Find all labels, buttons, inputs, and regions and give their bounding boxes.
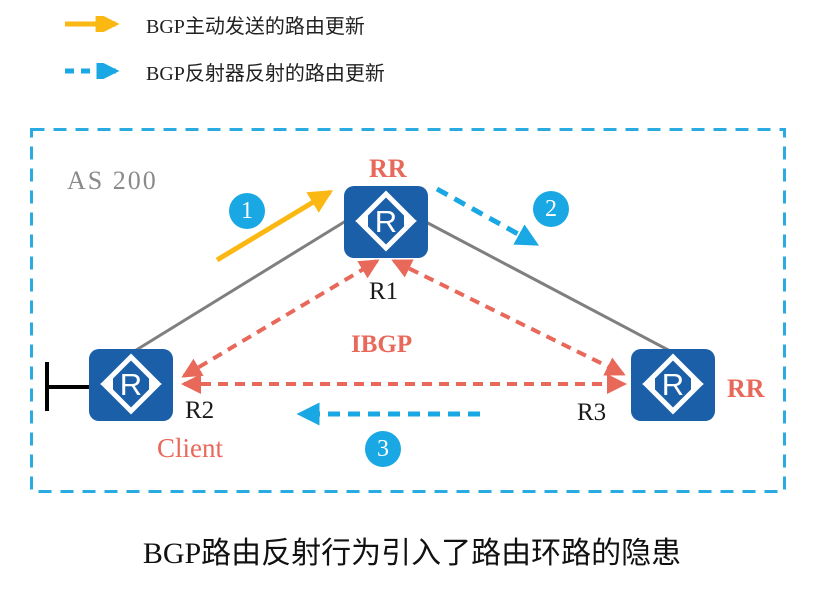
router-name-r1: R1 xyxy=(369,278,399,305)
solid-arrow-icon xyxy=(65,16,120,32)
lan-stub-r2 xyxy=(45,362,92,411)
router-name-r2: R2 xyxy=(185,397,215,424)
as-boundary-box xyxy=(30,128,786,493)
link-r1-r3 xyxy=(423,219,673,354)
router-r2: R xyxy=(89,349,173,421)
figure-caption: BGP路由反射行为引入了路由环路的隐患 xyxy=(142,537,682,570)
step-badge-1: 1 xyxy=(229,193,265,229)
as-label: AS 200 xyxy=(67,166,158,195)
ibgp-session-r1-r3 xyxy=(391,259,626,376)
dashed-arrow-icon xyxy=(65,63,120,79)
legend-item-originated: BGP主动发送的路由更新 xyxy=(62,8,385,40)
ibgp-session-r2-r1 xyxy=(181,259,380,378)
legend-item-reflected: BGP反射器反射的路由更新 xyxy=(62,55,385,87)
router-icon: R xyxy=(89,349,173,421)
router-letter: R xyxy=(120,367,142,402)
update-arrow-step1 xyxy=(215,189,334,263)
router-icon: R xyxy=(631,349,715,421)
router-r3: R xyxy=(631,349,715,421)
role-label-r3: RR xyxy=(727,374,765,403)
step-badge-2: 2 xyxy=(533,191,569,227)
role-label-r1: RR xyxy=(369,154,407,183)
router-icon: R xyxy=(344,186,428,258)
role-label-r2: Client xyxy=(157,433,223,463)
link-r2-r1 xyxy=(132,217,350,354)
legend-label-originated: BGP主动发送的路由更新 xyxy=(146,15,365,38)
legend-label-reflected: BGP反射器反射的路由更新 xyxy=(146,62,385,85)
router-name-r3: R3 xyxy=(577,399,607,426)
step-badge-3: 3 xyxy=(365,431,401,467)
legend: BGP主动发送的路由更新 BGP反射器反射的路由更新 xyxy=(62,8,385,87)
router-letter: R xyxy=(662,367,684,402)
router-r1: R xyxy=(344,186,428,258)
ibgp-label: IBGP xyxy=(351,331,413,358)
router-letter: R xyxy=(375,204,397,239)
